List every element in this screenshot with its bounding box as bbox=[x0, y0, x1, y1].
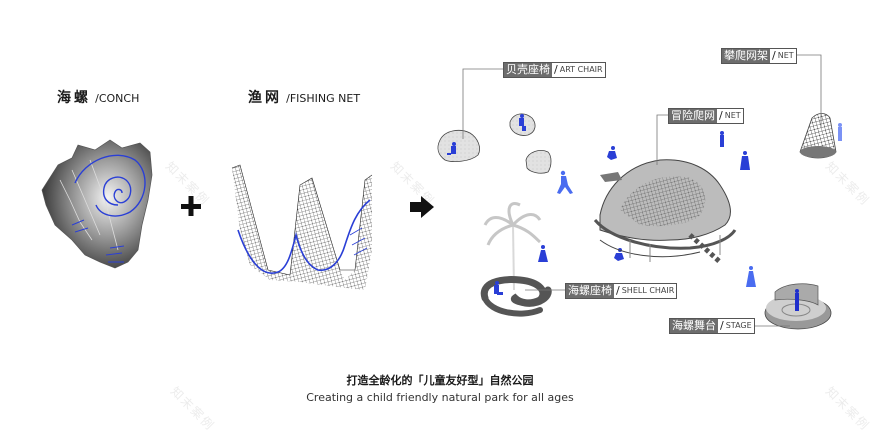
label-zh: 海螺座椅 bbox=[566, 284, 614, 298]
label-slash: / bbox=[554, 63, 558, 76]
net-title-zh: 渔网 bbox=[248, 90, 282, 106]
climbing-net-frame bbox=[799, 113, 837, 159]
art-chair-group bbox=[437, 113, 552, 174]
label-slash: / bbox=[719, 109, 723, 122]
conch-illustration bbox=[41, 139, 153, 269]
label-en: STAGE bbox=[725, 321, 752, 330]
conch-title-en: /CONCH bbox=[95, 92, 140, 105]
label-stage: 海螺舞台 / STAGE bbox=[669, 318, 755, 334]
label-adventure-net: 冒险爬网 / NET bbox=[668, 108, 744, 124]
label-zh: 冒险爬网 bbox=[669, 109, 717, 123]
person-seated-icon bbox=[519, 114, 526, 131]
label-slash: / bbox=[616, 284, 620, 297]
shell-chair bbox=[480, 276, 552, 317]
fishing-net-illustration bbox=[231, 164, 373, 290]
person-walking-icon bbox=[746, 266, 756, 287]
person-walking-icon bbox=[557, 170, 573, 194]
person-standing-icon bbox=[838, 123, 842, 141]
label-art-chair: 贝壳座椅 / ART CHAIR bbox=[503, 62, 606, 78]
plus-icon bbox=[181, 196, 201, 216]
label-en: ART CHAIR bbox=[559, 65, 603, 74]
person-sweeping-icon bbox=[720, 131, 724, 147]
net-title-en: /FISHING NET bbox=[286, 92, 361, 105]
label-slash: / bbox=[772, 49, 776, 62]
label-en: NET bbox=[724, 111, 741, 120]
label-zh: 贝壳座椅 bbox=[504, 63, 552, 77]
label-zh: 攀爬网架 bbox=[722, 49, 770, 63]
person-seated-icon bbox=[494, 281, 503, 295]
net-title: 渔网 /FISHING NET bbox=[248, 87, 360, 107]
label-slash: / bbox=[720, 319, 724, 332]
person-running-icon bbox=[607, 146, 617, 160]
person-seated-icon bbox=[447, 142, 456, 155]
caption-zh: 打造全龄化的「儿童友好型」自然公园 bbox=[346, 374, 534, 387]
label-en: SHELL CHAIR bbox=[621, 286, 675, 295]
adventure-net-structure bbox=[593, 159, 737, 264]
caption-en: Creating a child friendly natural park f… bbox=[306, 391, 574, 404]
conch-title: 海螺 /CONCH bbox=[57, 87, 139, 107]
stage bbox=[764, 283, 832, 330]
label-shell-chair: 海螺座椅 / SHELL CHAIR bbox=[565, 283, 678, 299]
person-sweeping-icon bbox=[740, 151, 750, 170]
person-dancing-icon bbox=[538, 245, 548, 262]
conch-title-zh: 海螺 bbox=[57, 90, 91, 106]
arrow-right-icon bbox=[410, 196, 434, 218]
person-performing-icon bbox=[795, 289, 799, 311]
label-climb-net-frame: 攀爬网架 / NET bbox=[721, 48, 797, 64]
label-zh: 海螺舞台 bbox=[670, 319, 718, 333]
label-en: NET bbox=[777, 51, 794, 60]
